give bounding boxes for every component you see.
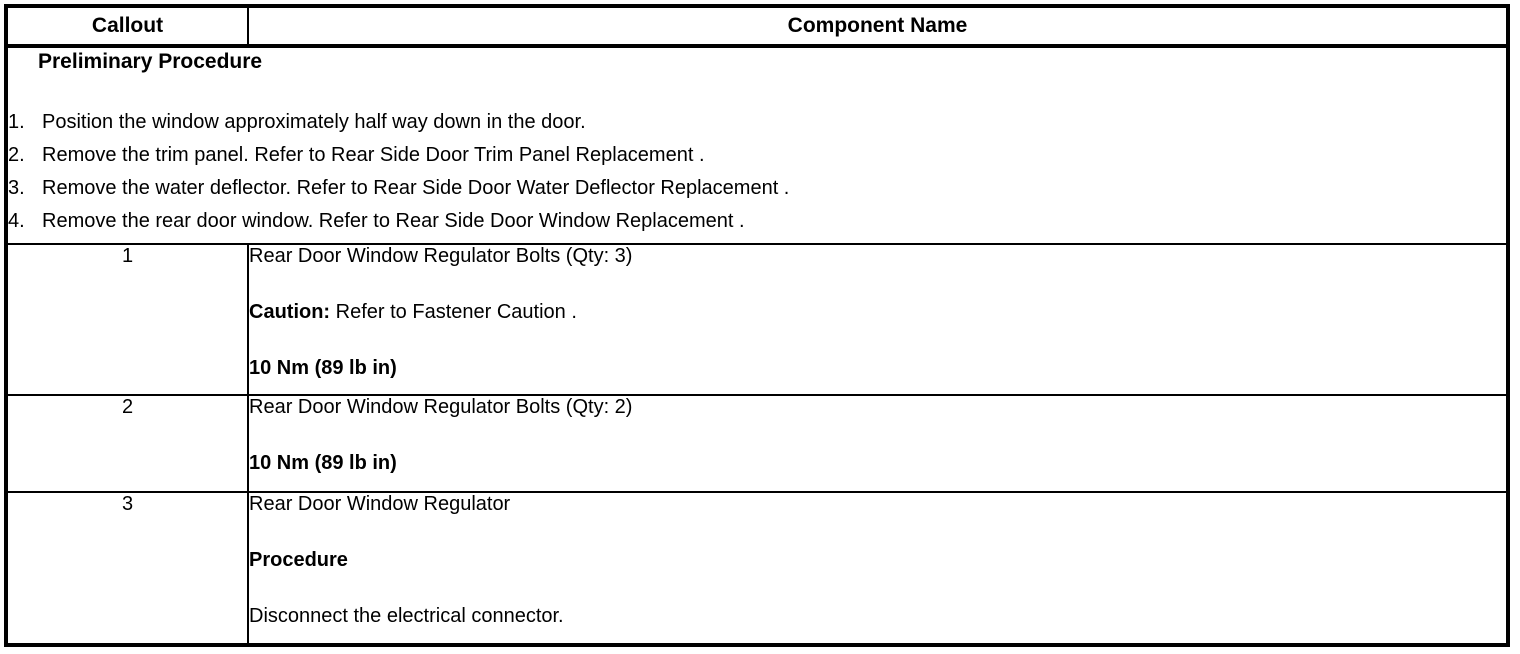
callout-number: 2 — [5, 394, 249, 494]
preliminary-step-2: 2. Remove the trim panel. Refer to Rear … — [8, 139, 1506, 172]
callout-number: 3 — [5, 491, 249, 646]
table-row-callout-1: 1 Rear Door Window Regulator Bolts (Qty:… — [5, 243, 1509, 397]
step-number: 4. — [8, 210, 25, 233]
step-text: Remove the water deflector. Refer to Rea… — [42, 177, 790, 200]
callout-number: 1 — [5, 243, 249, 397]
callout-component-table: Callout Component Name Preliminary Proce… — [4, 4, 1510, 647]
table-header-row: Callout Component Name — [5, 4, 1509, 49]
preliminary-step-1: 1. Position the window approximately hal… — [8, 106, 1506, 139]
preliminary-procedure-title: Preliminary Procedure — [38, 50, 263, 74]
component-cell: Rear Door Window Regulator Procedure Dis… — [247, 491, 1509, 646]
torque-spec: 10 Nm (89 lb in) — [249, 357, 397, 380]
caution-note: Caution: Refer to Fastener Caution . — [249, 301, 1506, 323]
component-cell: Rear Door Window Regulator Bolts (Qty: 2… — [247, 394, 1509, 494]
column-header-callout: Callout — [5, 4, 249, 49]
preliminary-step-3: 3. Remove the water deflector. Refer to … — [8, 172, 1506, 205]
procedure-label: Procedure — [249, 549, 348, 572]
step-number: 1. — [8, 111, 25, 134]
preliminary-procedure-row: Preliminary Procedure 1. Position the wi… — [5, 45, 1509, 246]
component-name-text: Rear Door Window Regulator Bolts (Qty: 3… — [249, 245, 633, 268]
step-text: Remove the rear door window. Refer to Re… — [42, 210, 745, 233]
caution-label: Caution: — [249, 301, 331, 324]
torque-spec: 10 Nm (89 lb in) — [249, 452, 397, 475]
component-name-text: Rear Door Window Regulator — [249, 493, 511, 516]
step-text: Remove the trim panel. Refer to Rear Sid… — [42, 144, 705, 167]
step-number: 3. — [8, 177, 25, 200]
column-header-component-name: Component Name — [247, 4, 1509, 49]
preliminary-step-4: 4. Remove the rear door window. Refer to… — [8, 205, 1506, 238]
preliminary-procedure-cell: Preliminary Procedure 1. Position the wi… — [5, 45, 1509, 246]
caution-text: Refer to Fastener Caution . — [330, 301, 577, 324]
procedure-text: Disconnect the electrical connector. — [249, 605, 564, 628]
table-row-callout-3: 3 Rear Door Window Regulator Procedure D… — [5, 491, 1509, 646]
component-cell: Rear Door Window Regulator Bolts (Qty: 3… — [247, 243, 1509, 397]
step-number: 2. — [8, 144, 25, 167]
step-text: Position the window approximately half w… — [42, 111, 586, 134]
component-name-text: Rear Door Window Regulator Bolts (Qty: 2… — [249, 396, 633, 419]
table-row-callout-2: 2 Rear Door Window Regulator Bolts (Qty:… — [5, 394, 1509, 494]
